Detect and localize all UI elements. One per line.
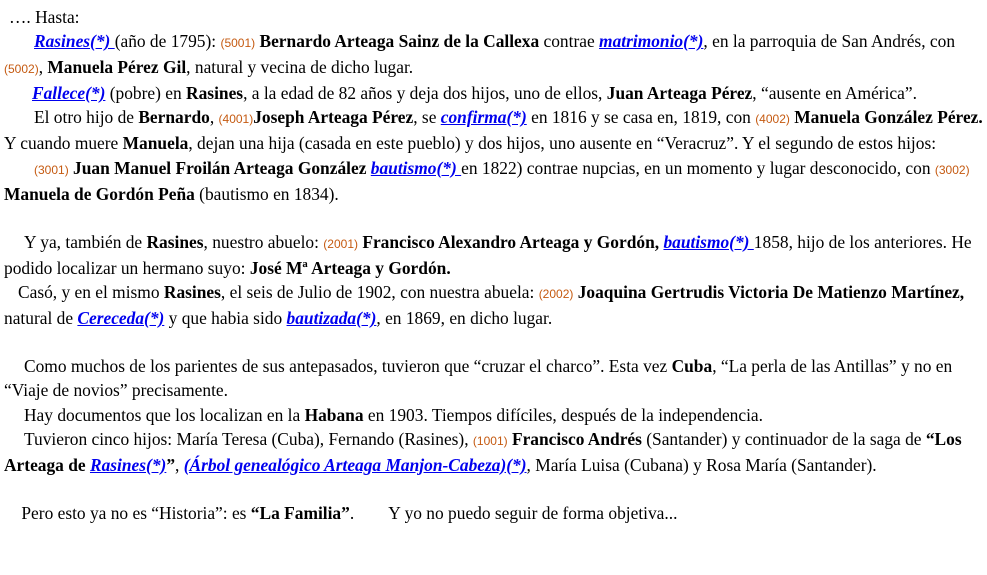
person-name: Juan Arteaga Pérez xyxy=(606,83,753,104)
paragraph-intro: …. Hasta: xyxy=(4,5,984,29)
ref-number: (4002) xyxy=(755,112,790,127)
text: , “ausente en América”. xyxy=(752,83,917,104)
person-name: Manuela González Pérez. xyxy=(789,107,983,128)
text: , en 1869, en dicho lugar. xyxy=(376,308,553,329)
link-confirma[interactable]: confirma(*) xyxy=(440,107,527,128)
text: contrae xyxy=(539,31,600,52)
text: , dejan una hija (casada en este pueblo)… xyxy=(188,133,937,154)
text: , xyxy=(175,454,184,475)
text: , se xyxy=(413,107,441,128)
text: Y cuando muere xyxy=(4,133,123,154)
text: El otro hijo de xyxy=(34,107,139,128)
person-name: Bernardo xyxy=(138,107,210,128)
text: . Y yo no puedo seguir de forma objetiva… xyxy=(349,502,678,523)
text: Casó, y en el mismo xyxy=(18,282,164,303)
text: , natural y vecina de dicho lugar. xyxy=(186,57,414,78)
paragraph-cuba: Como muchos de los parientes de sus ante… xyxy=(4,354,984,402)
paragraph-other-son: El otro hijo de Bernardo, (4001)Joseph A… xyxy=(4,105,984,155)
link-matrimonio[interactable]: matrimonio(*) xyxy=(599,31,704,52)
person-name: Manuela xyxy=(122,133,189,154)
place-name: Rasines xyxy=(186,83,244,104)
link-bautismo[interactable]: bautismo(*) xyxy=(663,231,754,252)
person-name: Manuela Pérez Gil xyxy=(47,57,187,78)
place-name: Rasines xyxy=(163,282,221,303)
text: (pobre) en xyxy=(105,83,187,104)
paragraph-grandfather: Y ya, también de Rasines, nuestro abuelo… xyxy=(4,230,984,280)
text: en 1903. Tiempos difíciles, después de l… xyxy=(363,404,763,425)
text: , el seis de Julio de 1902, con nuestra … xyxy=(220,282,539,303)
paragraph-marriage: Rasines(*) (año de 1795): (5001) Bernard… xyxy=(4,29,984,81)
blank-line xyxy=(4,330,984,354)
person-name: Joseph Arteaga Pérez xyxy=(253,107,414,128)
text: , nuestro abuelo: xyxy=(203,231,324,252)
ref-number: (5001) xyxy=(220,36,256,51)
paragraph-death: Fallece(*) (pobre) en Rasines, a la edad… xyxy=(4,81,984,105)
paragraph-juan-manuel: (3001) Juan Manuel Froilán Arteaga Gonzá… xyxy=(4,156,984,206)
blank-line xyxy=(4,206,984,230)
text: , a la edad de 82 años y deja dos hijos,… xyxy=(243,83,607,104)
paragraph-children: Tuvieron cinco hijos: María Teresa (Cuba… xyxy=(4,427,984,477)
text: Como muchos de los parientes de sus ante… xyxy=(24,356,672,377)
ref-number: (2002) xyxy=(538,287,574,302)
text: , xyxy=(38,57,48,78)
text: natural de xyxy=(4,308,78,329)
text: , “La perla de las Antillas” y no en “Vi… xyxy=(4,356,953,401)
text: , María Luisa (Cubana) y Rosa María (San… xyxy=(526,454,877,475)
link-fallece[interactable]: Fallece(*) xyxy=(32,83,106,104)
text: , en la parroquia de San Andrés, con xyxy=(703,31,956,52)
place-name: Habana xyxy=(304,404,364,425)
text: (Santander) y continuador de la saga de xyxy=(641,428,926,449)
link-bautismo[interactable]: bautismo(*) xyxy=(370,157,462,178)
link-arbol-genealogico[interactable]: (Árbol genealógico Arteaga Manjon-Cabeza… xyxy=(183,454,527,475)
text: Y ya, también de xyxy=(24,231,147,252)
ref-number: (5002) xyxy=(4,62,39,77)
intro-text: …. Hasta: xyxy=(9,7,80,27)
link-rasines[interactable]: Rasines(*) xyxy=(89,454,167,475)
text: 1858, hijo de los anteriores. He podido … xyxy=(4,231,972,278)
paragraph-closing: Pero esto ya no es “Historia”: es “La Fa… xyxy=(4,477,984,549)
text: en 1816 y se casa en, 1819, con xyxy=(526,107,756,128)
text: Hay documentos que los localizan en la xyxy=(24,404,305,425)
person-name: Bernardo Arteaga Sainz de la Callexa xyxy=(255,31,540,52)
ref-number: (3001) xyxy=(34,162,69,177)
link-cereceda[interactable]: Cereceda(*) xyxy=(77,308,165,329)
text: y que habia sido xyxy=(164,308,287,329)
text: en 1822) contrae nupcias, en un momento … xyxy=(461,157,935,178)
text: Tuvieron cinco hijos: María Teresa (Cuba… xyxy=(24,428,473,449)
text: , xyxy=(209,107,219,128)
ref-number: (3002) xyxy=(934,162,970,177)
saga-title: “Los Arteaga de xyxy=(4,428,962,475)
document-body: …. Hasta: Rasines(*) (año de 1795): (500… xyxy=(4,5,984,549)
place-name: Cuba xyxy=(671,356,713,377)
emphasis: “La Familia” xyxy=(250,502,350,523)
person-name: Francisco Andrés xyxy=(507,428,642,449)
person-name: Francisco Alexandro Arteaga y Gordón, xyxy=(357,231,660,252)
link-bautizada[interactable]: bautizada(*) xyxy=(286,308,377,329)
person-name: Manuela de Gordón Peña xyxy=(4,183,195,204)
ref-number: (4001) xyxy=(218,112,254,127)
ref-number: (2001) xyxy=(323,236,358,251)
person-name: Joaquina Gertrudis Victoria De Matienzo … xyxy=(573,282,965,303)
place-name: Rasines xyxy=(146,231,204,252)
ref-number: (1001) xyxy=(472,433,508,448)
saga-title-close: ” xyxy=(166,454,176,475)
paragraph-marriage-1902: Casó, y en el mismo Rasines, el seis de … xyxy=(4,280,984,330)
person-name: Juan Manuel Froilán Arteaga González xyxy=(68,157,367,178)
text: Pero esto ya no es “Historia”: es xyxy=(21,502,251,523)
person-name: José Mª Arteaga y Gordón. xyxy=(249,257,451,278)
link-rasines[interactable]: Rasines(*) xyxy=(34,31,115,52)
text: (año de 1795): xyxy=(114,31,221,52)
paragraph-habana: Hay documentos que los localizan en la H… xyxy=(4,403,984,427)
text: (bautismo en 1834). xyxy=(194,183,339,204)
